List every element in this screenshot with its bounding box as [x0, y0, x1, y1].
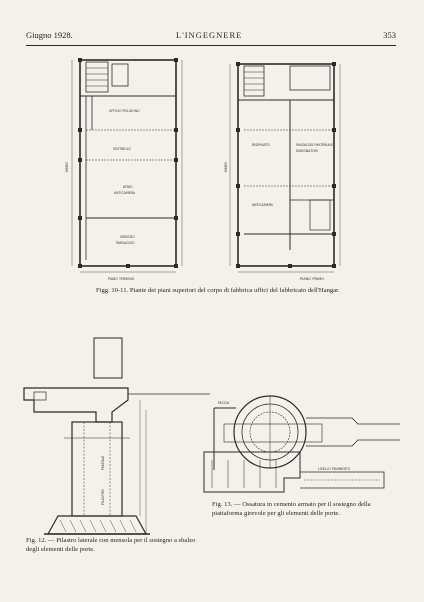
- floor-plan-left: [71, 58, 183, 273]
- label-pilastro: PILASTRO: [101, 489, 105, 505]
- floor-plan-right: [229, 62, 341, 273]
- label-livello: LIVELLO PAVIMENTO: [318, 467, 351, 471]
- header-date: Giugno 1928.: [26, 30, 73, 40]
- pillar-drawing: [23, 337, 210, 535]
- label-anticamera-left: ANTICAMERA: [114, 191, 136, 195]
- label-paesaggio: PAESAGGIO: [116, 241, 135, 245]
- journal-title: L'INGEGNERE: [176, 30, 243, 40]
- label-servizio: SERVIZIO: [120, 235, 135, 239]
- label-puntale: PUNTALE: [101, 456, 105, 470]
- caption-fig13: Fig. 13. — Ossatura in cemento armato pe…: [212, 501, 371, 517]
- label-atrio: ATRIO: [123, 185, 133, 189]
- label-piano-terreno: PIANO TERRENO: [108, 277, 135, 281]
- page-header: Giugno 1928. L'INGEGNERE 353: [26, 30, 396, 44]
- header-rule: [26, 45, 396, 46]
- label-disegnatori: DISEGNATORI: [296, 149, 318, 153]
- caption-fig12: Fig. 12. — Pilastro laterale con mensola…: [26, 537, 196, 553]
- label-riservato: RISERVATO: [252, 143, 270, 147]
- label-muro-right: MURO: [224, 162, 228, 172]
- label-ufficio: UFFICIO POLIGONO: [109, 109, 140, 113]
- page-number: 353: [383, 30, 396, 40]
- caption-fig10-11: Figg. 10-11. Piante dei piani superiori …: [96, 287, 340, 294]
- turntable-drawing: [203, 395, 400, 493]
- label-faccia: FACCIA: [218, 401, 230, 405]
- label-passaggio: PASSAGGIO MATERIALE: [296, 143, 333, 147]
- label-piano-primo: PIANO PRIMO: [300, 277, 324, 281]
- label-muro-left: MURO: [65, 162, 69, 172]
- label-vestibolo: VESTIBOLO: [113, 147, 131, 151]
- label-anticamera-right: ANTICAMERA: [252, 203, 274, 207]
